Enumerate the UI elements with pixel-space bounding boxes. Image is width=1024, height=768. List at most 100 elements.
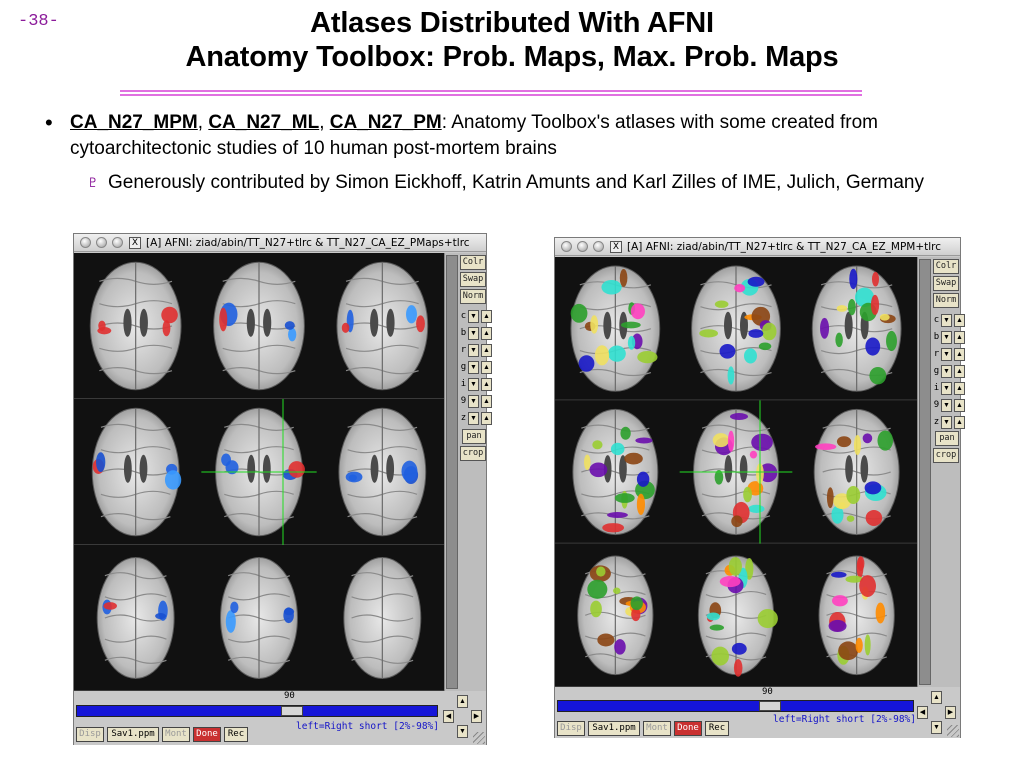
arrow-left-icon[interactable]: ◀	[443, 710, 454, 723]
window-close-circle-icon[interactable]	[80, 237, 91, 248]
link-ca-n27-ml[interactable]: CA_N27_ML	[208, 112, 320, 133]
control-arrow-up-icon[interactable]: ▲	[481, 361, 492, 374]
control-arrow-up-icon[interactable]: ▲	[481, 310, 492, 323]
brain-slice[interactable]	[336, 261, 429, 391]
mont-button[interactable]: Mont	[162, 727, 190, 742]
save-button[interactable]: Sav1.ppm	[588, 721, 640, 736]
montage-svg[interactable]	[74, 253, 444, 691]
link-ca-n27-mpm[interactable]: CA_N27_MPM	[70, 112, 198, 133]
window-titlebar[interactable]: X [A] AFNI: ziad/abin/TT_N27+tlrc & TT_N…	[555, 238, 960, 256]
control-arrow-down-icon[interactable]: ▼	[941, 382, 952, 395]
brain-slice[interactable]	[96, 557, 175, 679]
arrow-right-icon[interactable]: ▶	[945, 706, 956, 719]
window-titlebar[interactable]: X [A] AFNI: ziad/abin/TT_N27+tlrc & TT_N…	[74, 234, 486, 252]
control-arrow-up-icon[interactable]: ▲	[954, 382, 965, 395]
colr-button[interactable]: Colr	[933, 259, 959, 274]
brain-slice[interactable]	[811, 265, 902, 392]
arrow-down-icon[interactable]: ▼	[457, 725, 468, 738]
control-arrow-down-icon[interactable]: ▼	[941, 365, 952, 378]
done-button[interactable]: Done	[674, 721, 702, 736]
crop-button[interactable]: crop	[460, 446, 486, 461]
arrow-up-icon[interactable]: ▲	[457, 695, 468, 708]
control-arrow-up-icon[interactable]: ▲	[481, 344, 492, 357]
control-arrow-up-icon[interactable]: ▲	[481, 412, 492, 425]
arrow-up-icon[interactable]: ▲	[931, 691, 942, 704]
mont-button[interactable]: Mont	[643, 721, 671, 736]
norm-button[interactable]: Norm	[933, 293, 959, 308]
window-minimize-circle-icon[interactable]	[96, 237, 107, 248]
disp-button[interactable]: Disp	[557, 721, 585, 736]
control-arrow-up-icon[interactable]: ▲	[954, 416, 965, 429]
control-arrow-up-icon[interactable]: ▲	[954, 331, 965, 344]
window-minimize-circle-icon[interactable]	[577, 241, 588, 252]
rec-button[interactable]: Rec	[705, 721, 729, 736]
brain-slice[interactable]	[338, 407, 427, 537]
arrow-right-icon[interactable]: ▶	[471, 710, 482, 723]
control-arrow-down-icon[interactable]: ▼	[468, 395, 479, 408]
arrow-down-icon[interactable]: ▼	[931, 721, 942, 734]
pan-button[interactable]: pan	[462, 429, 486, 444]
brain-slice[interactable]	[577, 555, 654, 676]
control-arrow-down-icon[interactable]: ▼	[941, 348, 952, 361]
brain-slice[interactable]	[89, 261, 182, 391]
image-montage[interactable]	[555, 257, 917, 687]
control-arrow-down-icon[interactable]: ▼	[468, 310, 479, 323]
pan-button[interactable]: pan	[935, 431, 959, 446]
montage-scrollbar[interactable]	[919, 259, 931, 685]
brain-slice[interactable]	[213, 261, 305, 391]
control-arrow-down-icon[interactable]: ▼	[468, 378, 479, 391]
window-zoom-circle-icon[interactable]	[112, 237, 123, 248]
swap-button[interactable]: Swap	[460, 272, 486, 287]
window-close-circle-icon[interactable]	[561, 241, 572, 252]
colr-button[interactable]: Colr	[460, 255, 486, 270]
slider-thumb[interactable]	[281, 706, 303, 716]
save-button[interactable]: Sav1.ppm	[107, 727, 159, 742]
control-arrow-up-icon[interactable]: ▲	[954, 348, 965, 361]
resize-grip-icon[interactable]	[947, 725, 959, 737]
image-montage[interactable]	[74, 253, 444, 691]
brain-slice[interactable]	[813, 408, 900, 536]
link-ca-n27-pm[interactable]: CA_N27_PM	[329, 112, 442, 133]
resize-grip-icon[interactable]	[473, 732, 485, 744]
control-arrow-up-icon[interactable]: ▲	[954, 314, 965, 327]
close-x-icon[interactable]: X	[610, 241, 622, 253]
control-arrow-down-icon[interactable]: ▼	[941, 399, 952, 412]
brain-slice[interactable]	[572, 408, 659, 536]
montage-scrollbar[interactable]	[446, 255, 458, 689]
control-arrow-down-icon[interactable]: ▼	[941, 314, 952, 327]
slider-thumb[interactable]	[759, 701, 781, 711]
control-arrow-up-icon[interactable]: ▲	[954, 399, 965, 412]
slice-slider[interactable]	[557, 700, 914, 712]
rec-button[interactable]: Rec	[224, 727, 248, 742]
brain-slice[interactable]	[818, 555, 895, 676]
brain-slice[interactable]	[343, 557, 422, 679]
brain-slice[interactable]	[570, 265, 661, 392]
brain-slice[interactable]	[220, 557, 298, 679]
window-zoom-circle-icon[interactable]	[593, 241, 604, 252]
control-arrow-down-icon[interactable]: ▼	[468, 327, 479, 340]
control-arrow-down-icon[interactable]: ▼	[468, 344, 479, 357]
control-arrow-down-icon[interactable]: ▼	[941, 416, 952, 429]
montage-svg[interactable]	[555, 257, 917, 687]
afni-window-prob-maps[interactable]: X [A] AFNI: ziad/abin/TT_N27+tlrc & TT_N…	[73, 233, 492, 745]
brain-slice[interactable]	[697, 555, 778, 677]
disp-button[interactable]: Disp	[76, 727, 104, 742]
control-arrow-up-icon[interactable]: ▲	[481, 395, 492, 408]
control-arrow-down-icon[interactable]: ▼	[468, 412, 479, 425]
close-x-icon[interactable]: X	[129, 237, 141, 249]
control-arrow-up-icon[interactable]: ▲	[481, 378, 492, 391]
crop-button[interactable]: crop	[933, 448, 959, 463]
swap-button[interactable]: Swap	[933, 276, 959, 291]
control-arrow-up-icon[interactable]: ▲	[954, 365, 965, 378]
arrow-left-icon[interactable]: ◀	[917, 706, 928, 719]
brain-slice[interactable]	[91, 407, 182, 537]
control-letter-i: i	[933, 383, 940, 393]
afni-window-mpm[interactable]: X [A] AFNI: ziad/abin/TT_N27+tlrc & TT_N…	[554, 237, 965, 738]
control-arrow-down-icon[interactable]: ▼	[941, 331, 952, 344]
norm-button[interactable]: Norm	[460, 289, 486, 304]
done-button[interactable]: Done	[193, 727, 221, 742]
brain-slice[interactable]	[691, 265, 781, 392]
control-arrow-down-icon[interactable]: ▼	[468, 361, 479, 374]
slice-slider[interactable]	[76, 705, 438, 717]
control-arrow-up-icon[interactable]: ▲	[481, 327, 492, 340]
